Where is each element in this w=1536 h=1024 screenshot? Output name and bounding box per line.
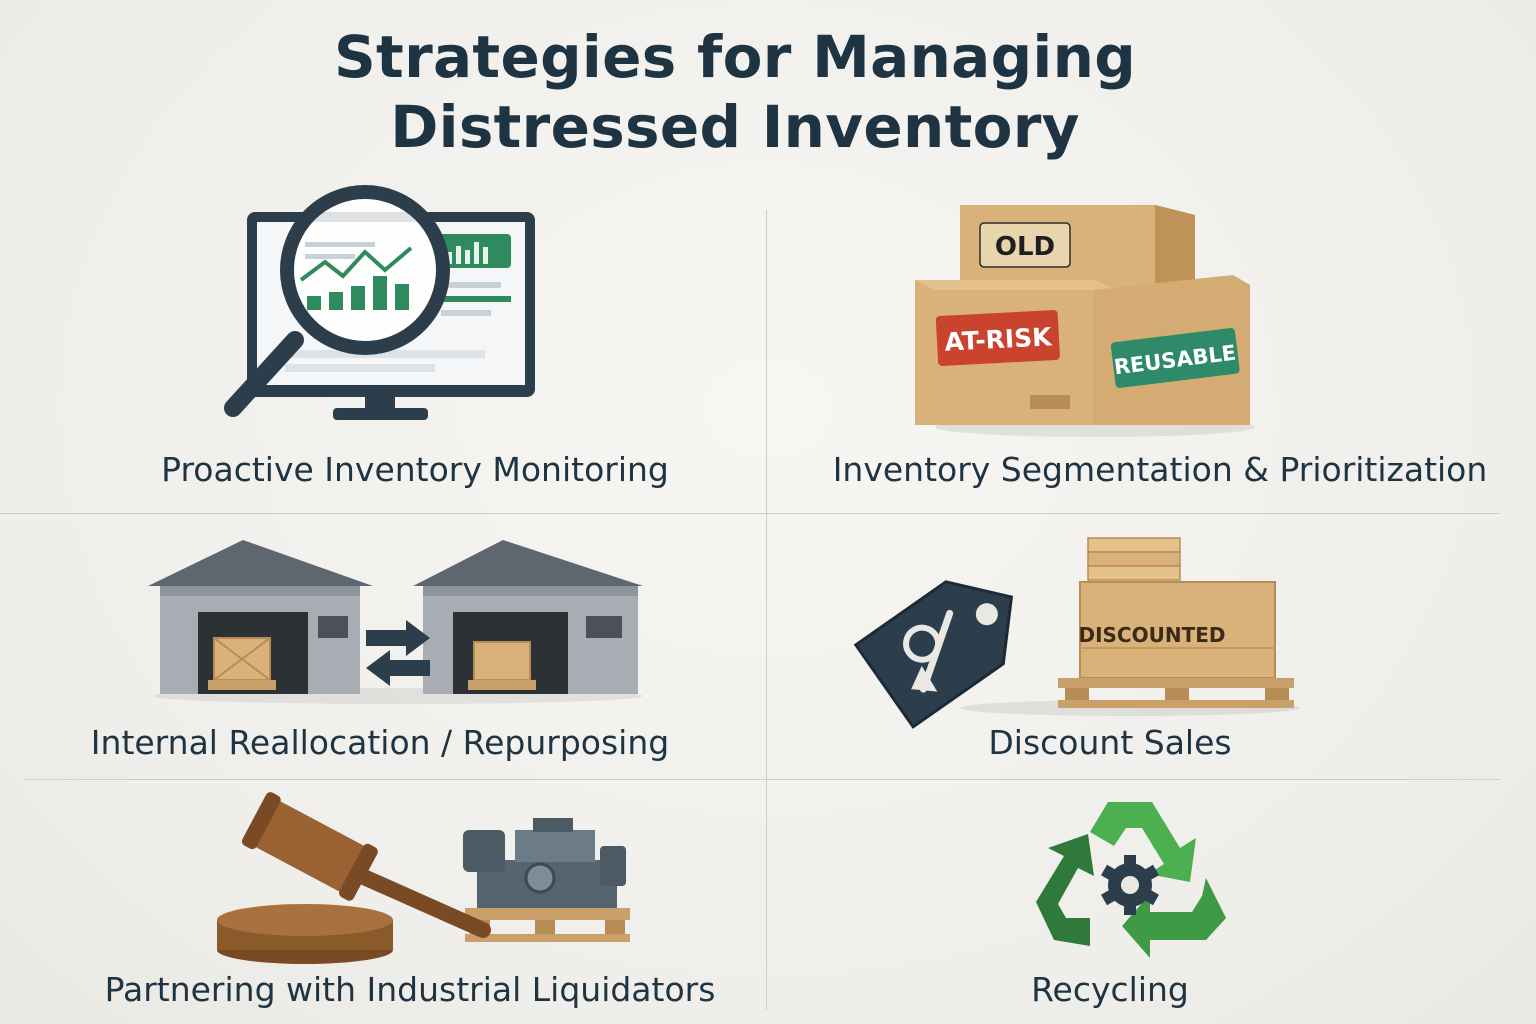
warehouse-transfer-icon [148,540,643,704]
magnifier-monitor-icon [224,185,535,420]
discount-tag-icon: DISCOUNTED [853,537,1300,729]
gavel-machinery-icon [217,792,630,964]
strategy-label: Internal Reallocation / Repurposing [90,723,670,762]
strategy-label: Proactive Inventory Monitoring [161,450,669,489]
recycle-gear-icon [1036,802,1226,958]
title-line-1: Strategies for Managing [333,23,1137,91]
strategy-label: Recycling [1031,970,1189,1009]
strategy-label: Discount Sales [988,723,1232,762]
box-label-at-risk: AT-RISK [944,322,1054,357]
page-title: Strategies for Managing Distressed Inven… [0,22,1470,162]
title-line-2: Distressed Inventory [390,93,1080,161]
strategy-label: Partnering with Industrial Liquidators [104,970,716,1009]
strategy-label: Inventory Segmentation & Prioritization [832,450,1488,489]
box-label-old: OLD [995,232,1055,262]
labeled-boxes-icon: OLD AT-RISK REUSABLE [915,205,1255,437]
grid-divider-vertical [766,210,767,1010]
grid-divider-row-2 [25,779,1500,780]
grid-divider-row-1 [0,513,1500,514]
box-label-discounted: DISCOUNTED [1078,623,1225,647]
